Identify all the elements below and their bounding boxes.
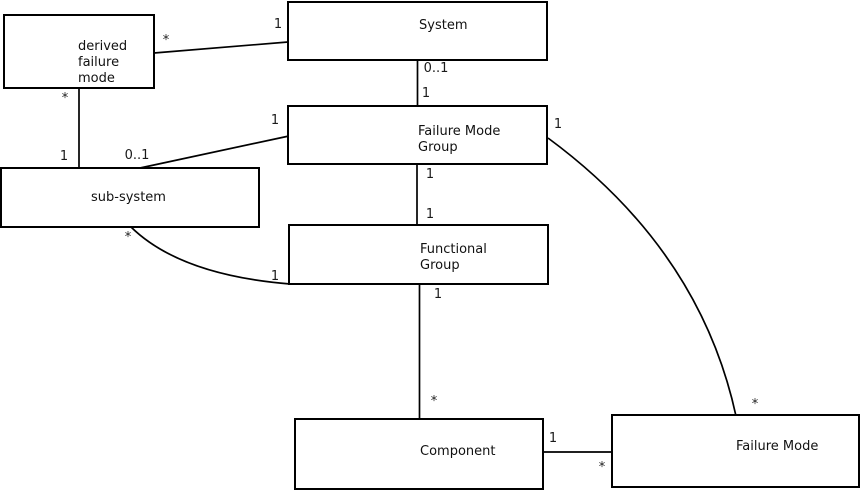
- node-label-line: Component: [420, 444, 496, 459]
- edge-failure-mode-group-failure-mode: [547, 137, 737, 417]
- multiplicity-failure-mode-group-functional-group-near-end: 1: [425, 167, 435, 182]
- edge-derived-failure-mode-system: [153, 41, 289, 54]
- multiplicity-failure-mode-group-sub-system-far-end: 0..1: [124, 148, 150, 163]
- multiplicity-failure-mode-group-functional-group-far-end: 1: [425, 207, 435, 222]
- node-label-line: Group: [418, 140, 458, 155]
- node-component: Component: [294, 418, 544, 490]
- multiplicity-derived-failure-mode-system-near-end: *: [162, 33, 170, 48]
- multiplicity-system-failure-mode-group-far-end: 1: [421, 86, 431, 101]
- node-label-line: failure: [78, 55, 120, 70]
- multiplicity-failure-mode-group-sub-system-near-end: 1: [270, 113, 280, 128]
- node-label-line: Failure Mode: [418, 124, 501, 139]
- node-failure-mode: Failure Mode: [611, 414, 860, 488]
- multiplicity-functional-group-component-far-end: *: [430, 394, 438, 409]
- node-label-line: Failure Mode: [736, 439, 819, 454]
- multiplicity-derived-failure-mode-system-far-end: 1: [273, 17, 283, 32]
- node-label-line: System: [419, 18, 468, 33]
- multiplicity-sub-system-functional-group-near-end: *: [124, 230, 132, 245]
- node-system: System: [287, 1, 548, 61]
- edge-failure-mode-group-sub-system: [139, 135, 290, 169]
- multiplicity-failure-mode-group-failure-mode-far-end: *: [751, 397, 759, 412]
- node-functional-group: Functional Group: [288, 224, 549, 285]
- edge-sub-system-functional-group: [130, 226, 291, 285]
- multiplicity-sub-system-functional-group-far-end: 1: [270, 269, 280, 284]
- multiplicity-system-failure-mode-group-near-end: 0..1: [423, 61, 449, 76]
- node-failure-mode-group: Failure Mode Group: [287, 105, 548, 165]
- node-label-line: derived: [78, 39, 128, 54]
- multiplicity-failure-mode-group-failure-mode-near-end: 1: [553, 117, 563, 132]
- node-derived-failure-mode: derived failure mode: [3, 14, 155, 89]
- node-label-line: Functional: [420, 242, 487, 257]
- multiplicity-derived-failure-mode-sub-system-near-end: *: [61, 91, 69, 106]
- node-sub-system: sub-system: [0, 167, 260, 228]
- node-label-line: sub-system: [91, 190, 166, 205]
- multiplicity-component-failure-mode-far-end: *: [598, 460, 606, 475]
- node-label-line: mode: [78, 71, 115, 86]
- node-label-line: Group: [420, 258, 460, 273]
- multiplicity-functional-group-component-near-end: 1: [433, 287, 443, 302]
- multiplicity-derived-failure-mode-sub-system-far-end: 1: [59, 149, 69, 164]
- multiplicity-component-failure-mode-near-end: 1: [548, 431, 558, 446]
